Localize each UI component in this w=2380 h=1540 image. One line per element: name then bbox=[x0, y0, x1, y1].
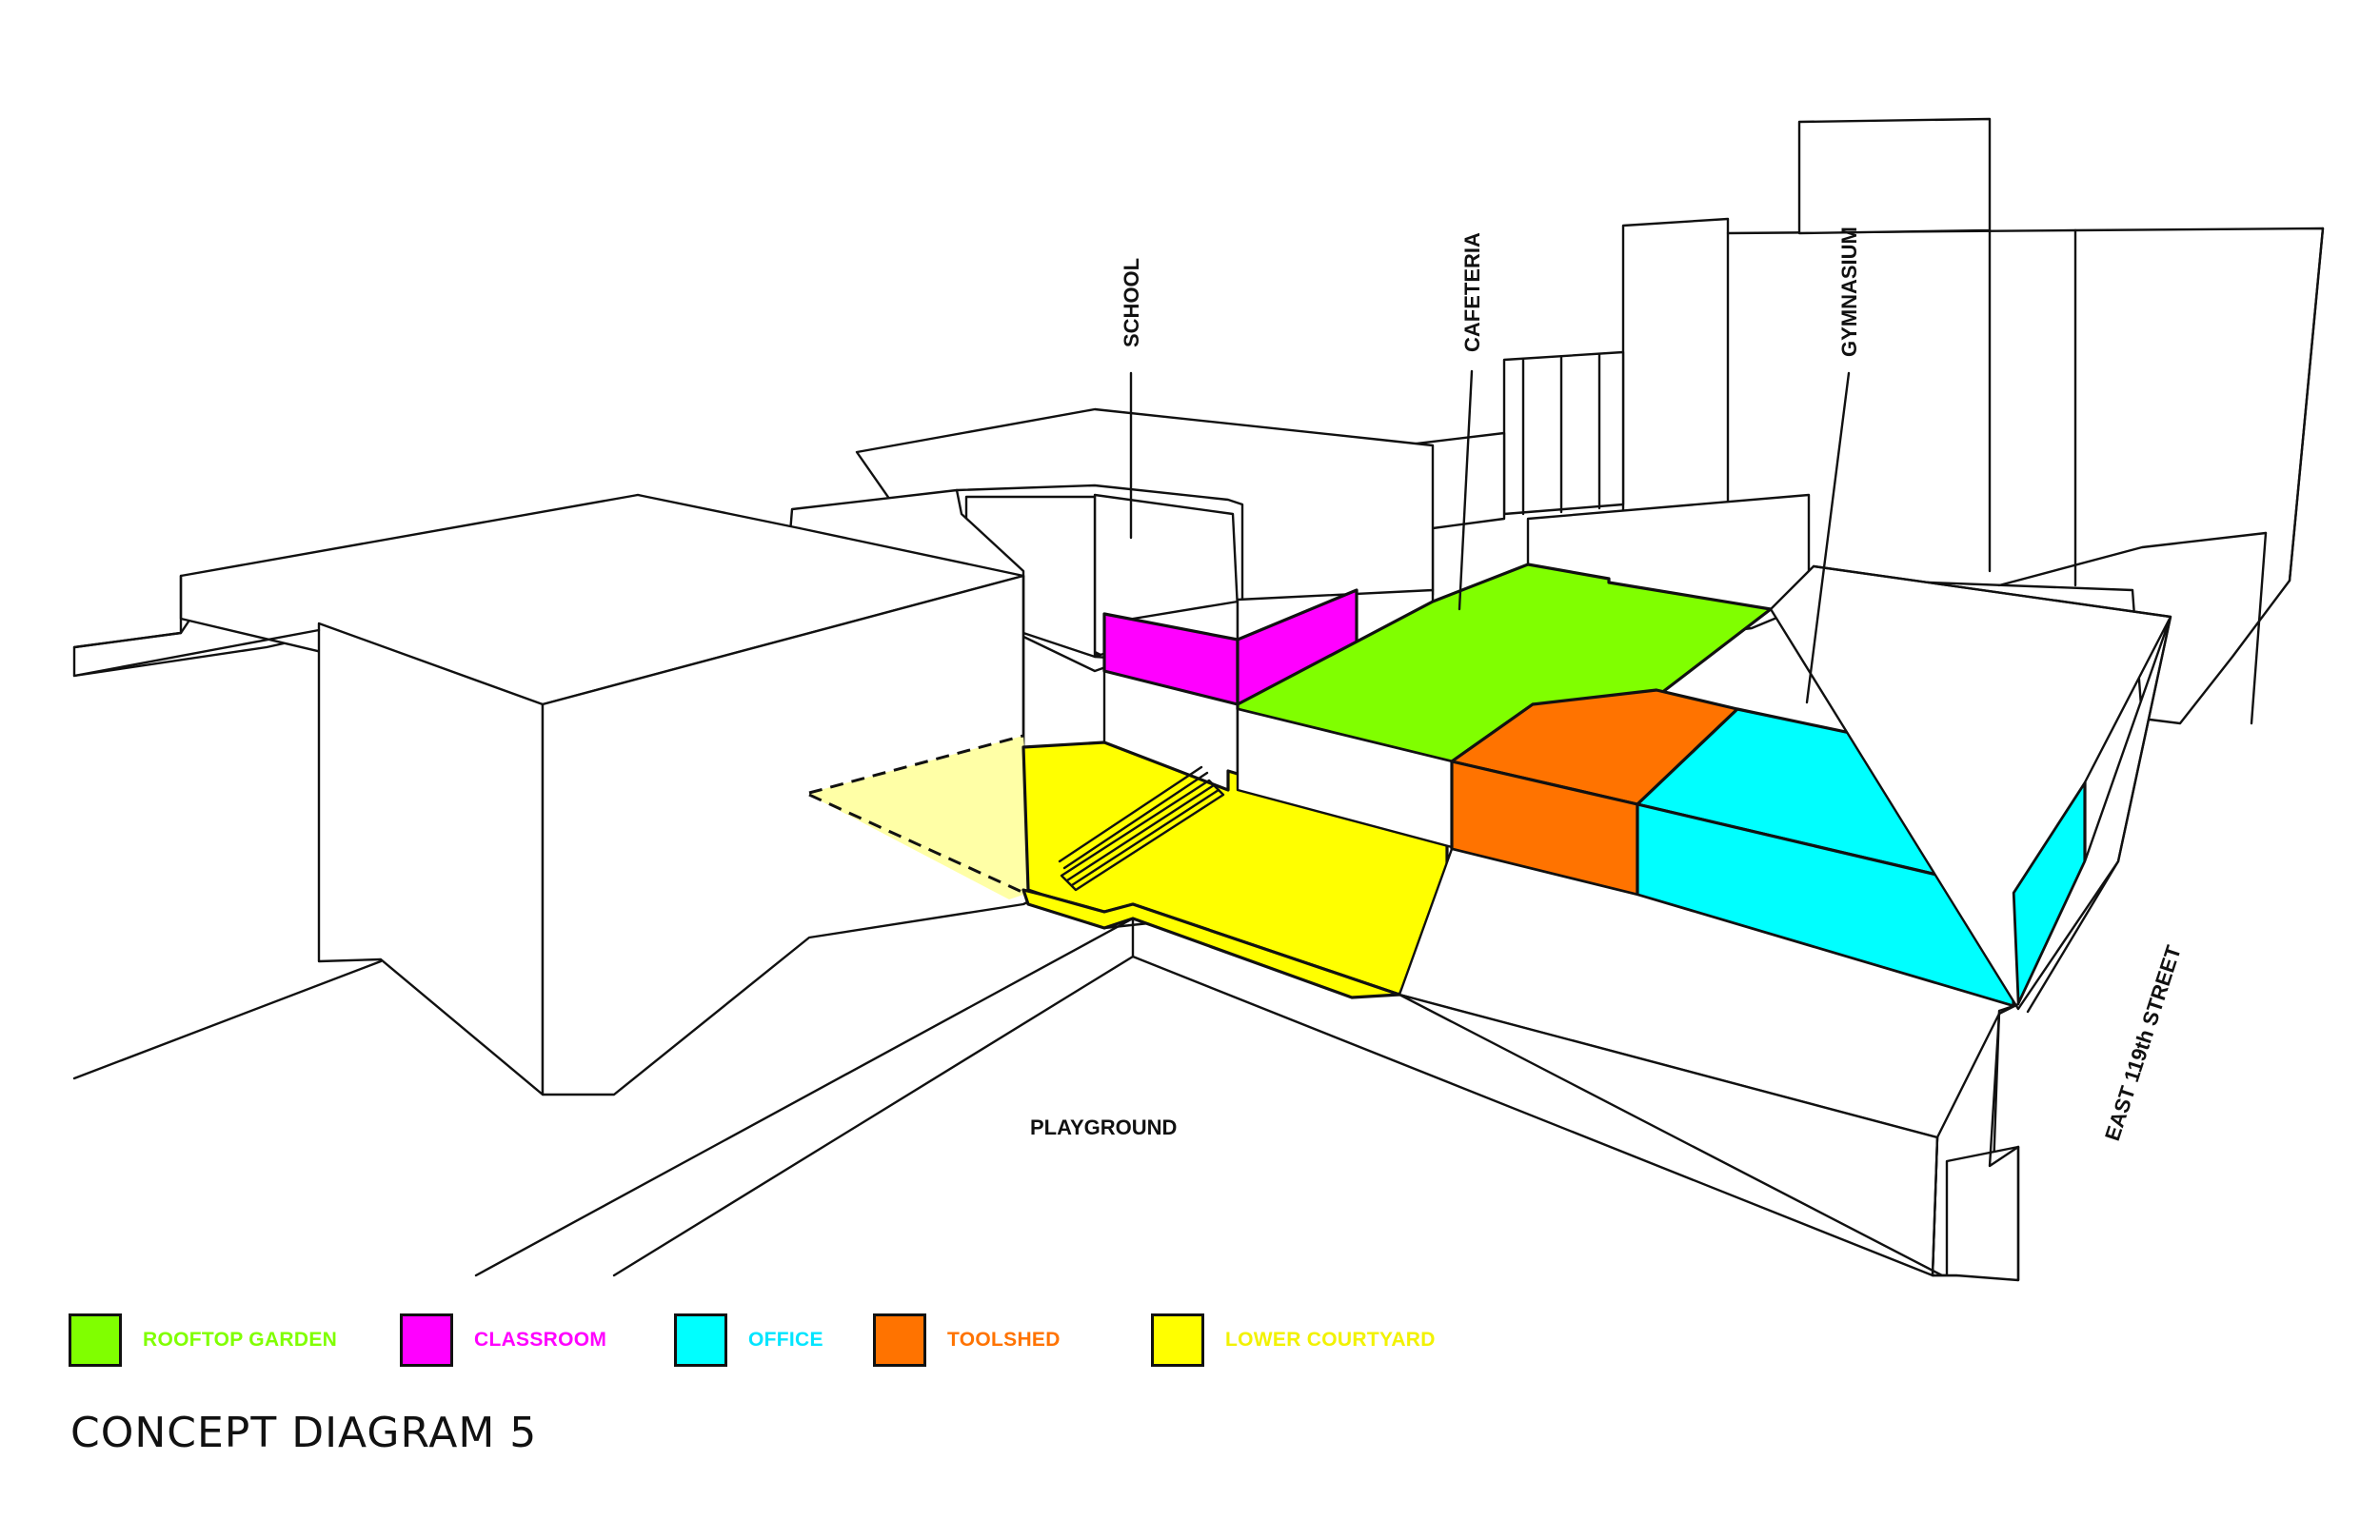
swatch-office bbox=[674, 1313, 727, 1367]
left-ground-line bbox=[72, 959, 383, 1080]
swatch-lower-courtyard bbox=[1151, 1313, 1204, 1367]
left-building bbox=[72, 488, 1106, 1096]
tower-ledge bbox=[1997, 531, 2268, 587]
cafeteria-leader bbox=[1458, 369, 1474, 611]
toolshed bbox=[1450, 688, 1739, 897]
playground-edge bbox=[612, 955, 1135, 1277]
swatch-classroom bbox=[400, 1313, 453, 1367]
left-parapet bbox=[72, 628, 321, 678]
stair-tread bbox=[1065, 783, 1216, 882]
playground-label: PLAYGROUND bbox=[1030, 1116, 1177, 1139]
playground-edge bbox=[1131, 917, 1934, 1277]
cafeteria-label: CAFETERIA bbox=[1460, 232, 1484, 352]
tower-edge bbox=[2288, 227, 2325, 582]
stair-tread bbox=[1070, 788, 1220, 887]
courtyard-ghost-edge bbox=[808, 734, 1024, 795]
tower-edge bbox=[2250, 531, 2268, 725]
tower-body bbox=[1621, 217, 2325, 725]
street-label: EAST 119th STREET bbox=[2100, 942, 2186, 1144]
legend-label-toolshed: TOOLSHED bbox=[947, 1329, 1061, 1351]
legend-item-rooftop-garden: ROOFTOP GARDEN bbox=[69, 1310, 337, 1371]
legend-item-lower-courtyard: LOWER COURTYARD bbox=[1151, 1310, 1436, 1371]
gymnasium-low bbox=[1769, 564, 2172, 1020]
left-roof-edge bbox=[72, 574, 183, 649]
ground-lines bbox=[474, 847, 2020, 1282]
left-side-face bbox=[317, 622, 545, 1096]
stair-tread bbox=[1058, 765, 1203, 863]
legend-label-lower-courtyard: LOWER COURTYARD bbox=[1225, 1329, 1436, 1351]
tower-penthouse bbox=[1797, 117, 1992, 235]
gym-outline bbox=[1812, 564, 2172, 1014]
legend-label-classroom: CLASSROOM bbox=[474, 1329, 607, 1351]
playground-edge bbox=[474, 917, 1135, 1277]
stair-tread bbox=[1062, 771, 1209, 870]
stair-tower bbox=[1502, 350, 1625, 516]
school-label: SCHOOL bbox=[1120, 258, 1143, 347]
courtyard-edge bbox=[1021, 888, 1401, 999]
legend-item-toolshed: TOOLSHED bbox=[873, 1310, 1061, 1371]
courtyard-stair bbox=[1058, 765, 1225, 892]
curb bbox=[1997, 1002, 2020, 1016]
swatch-toolshed bbox=[873, 1313, 926, 1367]
diagram-title: CONCEPT DIAGRAM 5 bbox=[70, 1409, 538, 1457]
courtyard-ghost-edge bbox=[808, 793, 1029, 897]
gymnasium-leader bbox=[1805, 371, 1851, 704]
gymnasium-label: GYMNASIUM bbox=[1837, 227, 1861, 357]
legend-item-classroom: CLASSROOM bbox=[400, 1310, 606, 1371]
legend-label-rooftop-garden: ROOFTOP GARDEN bbox=[143, 1329, 338, 1351]
swatch-rooftop-garden bbox=[69, 1313, 122, 1367]
legend: ROOFTOP GARDEN CLASSROOM OFFICE TOOLSHED… bbox=[69, 1310, 1497, 1374]
legend-item-office: OFFICE bbox=[674, 1310, 823, 1371]
legend-label-office: OFFICE bbox=[748, 1329, 823, 1351]
gymnasium-tower bbox=[1621, 117, 2325, 725]
courtyard-ghost-fill bbox=[809, 736, 1033, 899]
